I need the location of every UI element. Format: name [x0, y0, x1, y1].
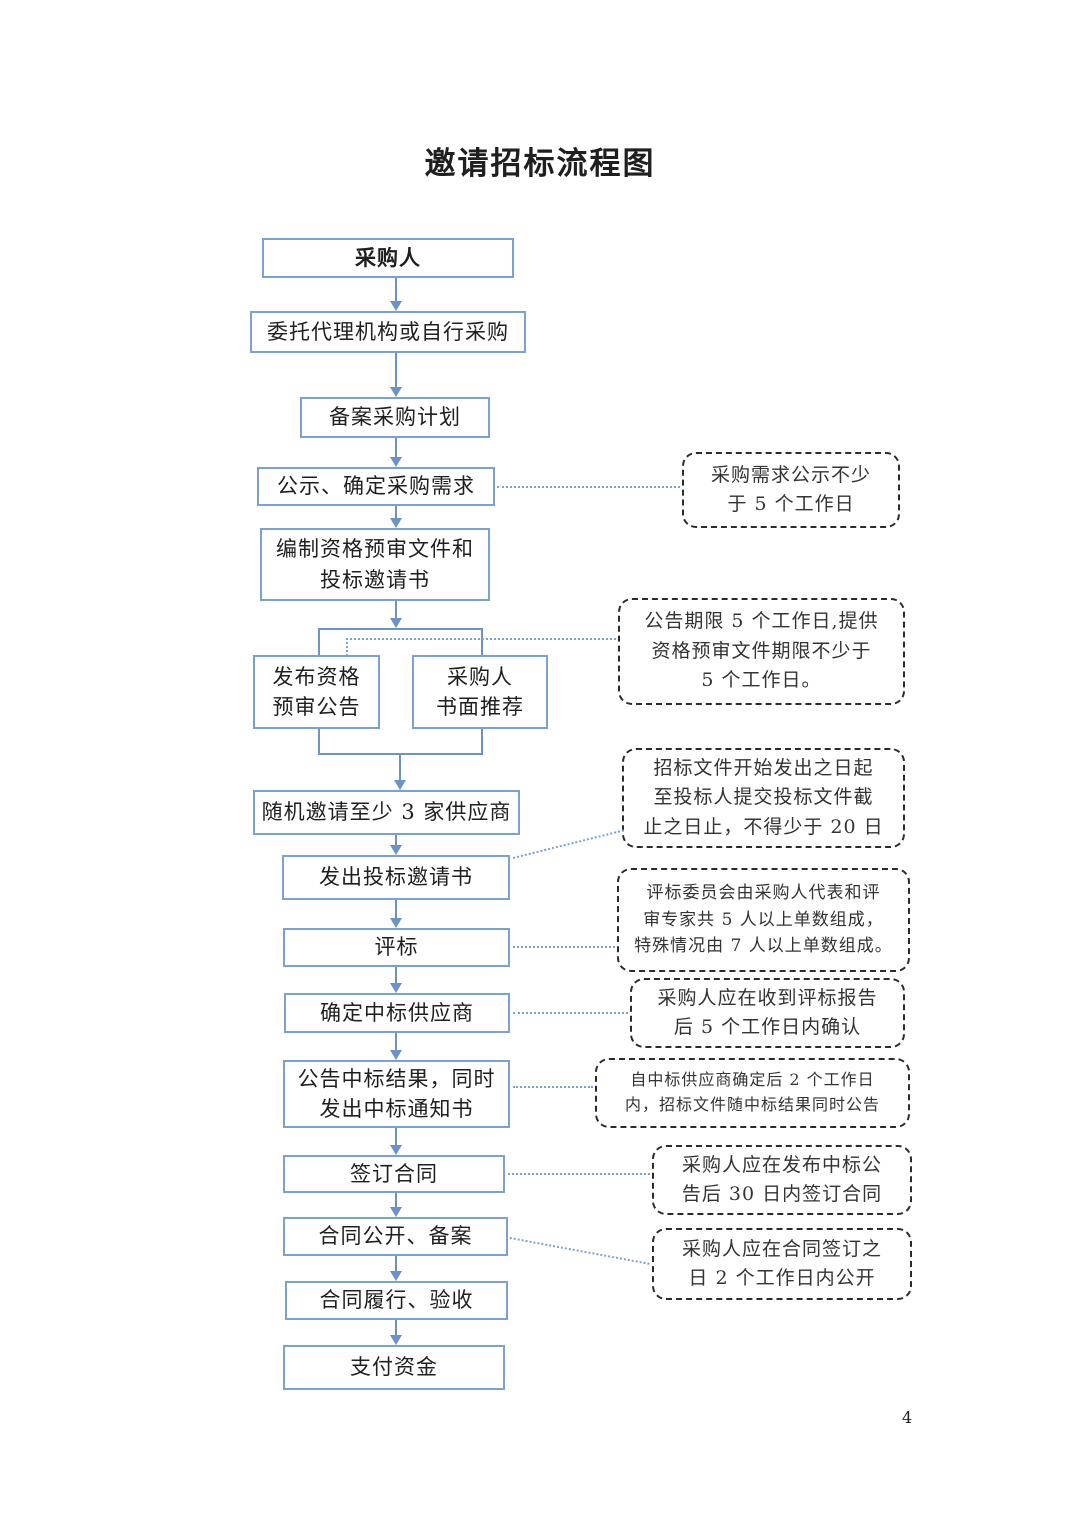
flow-node-evaluate-bids: 评标 — [283, 928, 510, 967]
note-tender-docs-period-line3: 止之日止，不得少于 20 日 — [643, 815, 884, 838]
arrow-determine-to-announce — [395, 1033, 397, 1051]
flow-node-delegate-agency: 委托代理机构或自行采购 — [250, 311, 526, 353]
note-evaluation-committee-line1: 评标委员会由采购人代表和评 — [646, 883, 881, 904]
arrowhead-sign-to-public — [390, 1207, 402, 1217]
arrowhead-record-to-publicize — [390, 457, 402, 467]
arrow-evaluate-to-determine — [395, 967, 397, 984]
flow-node-contract-public-record: 合同公开、备案 — [283, 1217, 508, 1256]
arrow-prepare-to-split — [395, 601, 397, 619]
flow-node-announce-result-line1: 公告中标结果，同时 — [297, 1066, 496, 1091]
arrow-record-to-publicize — [395, 438, 397, 458]
arrow-procurer-to-delegate — [395, 278, 397, 302]
split-bracket-top — [318, 628, 483, 630]
note-public-within-line1: 采购人应在合同签订之 — [681, 1237, 882, 1260]
arrow-perform-to-pay — [395, 1320, 397, 1336]
note-tender-docs-period-line1: 招标文件开始发出之日起 — [653, 756, 874, 779]
connector-send-to-note — [513, 829, 625, 859]
merge-bracket-left — [318, 729, 320, 755]
connector-evaluate-to-note — [513, 946, 615, 948]
flow-node-prepare-docs-line2: 投标邀请书 — [320, 567, 430, 592]
arrowhead-public-to-perform — [390, 1271, 402, 1281]
arrow-merge-to-random — [399, 753, 401, 781]
note-sign-within: 采购人应在发布中标公 告后 30 日内签订合同 — [652, 1145, 912, 1215]
note-tender-docs-period: 招标文件开始发出之日起 至投标人提交投标文件截 止之日止，不得少于 20 日 — [622, 748, 905, 848]
arrowhead-procurer-to-delegate — [390, 301, 402, 311]
flow-node-written-recommendation-line1: 采购人 — [447, 664, 513, 689]
note-public-within: 采购人应在合同签订之 日 2 个工作日内公开 — [652, 1228, 912, 1300]
note-announce-within-line2: 内，招标文件随中标结果同时公告 — [624, 1095, 880, 1114]
arrowhead-publicize-to-prepare — [390, 518, 402, 528]
note-public-within-line2: 日 2 个工作日内公开 — [688, 1267, 876, 1289]
page-title: 邀请招标流程图 — [424, 146, 656, 182]
connector-sign-to-note — [508, 1173, 650, 1175]
note-demand-publicity: 采购需求公示不少 于 5 个工作日 — [682, 452, 900, 528]
flow-node-publicize-demand: 公示、确定采购需求 — [257, 467, 495, 506]
flow-node-random-invite: 随机邀请至少 3 家供应商 — [253, 790, 520, 835]
arrowhead-perform-to-pay — [390, 1335, 402, 1345]
connector-publicize-to-note — [497, 486, 680, 488]
arrowhead-random-to-send — [390, 845, 402, 855]
arrowhead-announce-to-sign — [390, 1145, 402, 1155]
flow-node-send-invitation: 发出投标邀请书 — [282, 855, 510, 900]
arrow-random-to-send — [395, 835, 397, 846]
note-sign-within-line1: 采购人应在发布中标公 — [681, 1153, 882, 1176]
connector-split-to-note-stub — [346, 638, 348, 656]
note-announcement-period: 公告期限 5 个工作日,提供 资格预审文件期限不少于 5 个工作日。 — [618, 598, 905, 705]
note-evaluation-committee-line3: 特殊情况由 7 人以上单数组成。 — [634, 936, 893, 957]
arrowhead-evaluate-to-determine — [390, 983, 402, 993]
note-evaluation-committee-line2: 审专家共 5 人以上单数组成， — [643, 909, 884, 930]
note-confirm-report: 采购人应在收到评标报告 后 5 个工作日内确认 — [630, 978, 905, 1048]
flow-node-record-plan: 备案采购计划 — [300, 397, 490, 438]
flow-node-written-recommendation: 采购人 书面推荐 — [412, 655, 548, 729]
split-bracket-left — [318, 628, 320, 655]
connector-announce-to-note — [513, 1086, 593, 1088]
arrowhead-prepare-to-split — [390, 618, 402, 628]
arrow-announce-to-sign — [395, 1128, 397, 1146]
note-demand-publicity-line2: 于 5 个工作日 — [727, 493, 855, 515]
flow-node-pay-funds: 支付资金 — [283, 1345, 505, 1390]
arrowhead-send-to-evaluate — [390, 918, 402, 928]
note-evaluation-committee: 评标委员会由采购人代表和评 审专家共 5 人以上单数组成， 特殊情况由 7 人以… — [617, 868, 910, 972]
arrowhead-merge-to-random — [394, 780, 406, 790]
connector-determine-to-note — [513, 1012, 628, 1014]
note-announcement-period-line3: 5 个工作日。 — [701, 669, 822, 692]
flow-node-prepare-docs-line1: 编制资格预审文件和 — [276, 537, 474, 562]
note-demand-publicity-line1: 采购需求公示不少 — [710, 463, 871, 486]
flow-node-written-recommendation-line2: 书面推荐 — [436, 695, 524, 719]
flow-node-procurer: 采购人 — [262, 238, 514, 278]
connector-public-to-note — [509, 1237, 650, 1265]
note-confirm-report-line2: 后 5 个工作日内确认 — [673, 1016, 862, 1038]
flow-node-sign-contract: 签订合同 — [283, 1155, 505, 1193]
note-tender-docs-period-line2: 至投标人提交投标文件截 — [653, 786, 874, 809]
flow-node-announce-result-line2: 发出中标通知书 — [319, 1097, 474, 1121]
merge-bracket-right — [481, 729, 483, 755]
note-announcement-period-line2: 资格预审文件期限不少于 — [651, 639, 872, 662]
flow-node-publish-prequalification: 发布资格 预审公告 — [253, 655, 380, 729]
flow-node-prepare-docs: 编制资格预审文件和 投标邀请书 — [260, 528, 490, 601]
note-confirm-report-line1: 采购人应在收到评标报告 — [657, 986, 878, 1009]
note-announcement-period-line1: 公告期限 5 个工作日,提供 — [644, 610, 879, 633]
note-sign-within-line2: 告后 30 日内签订合同 — [681, 1183, 883, 1205]
flow-node-determine-winner: 确定中标供应商 — [284, 993, 510, 1033]
arrowhead-delegate-to-record — [390, 387, 402, 397]
note-announce-within: 自中标供应商确定后 2 个工作日 内，招标文件随中标结果同时公告 — [595, 1058, 910, 1128]
flow-node-announce-result: 公告中标结果，同时 发出中标通知书 — [283, 1060, 510, 1128]
arrow-publicize-to-prepare — [395, 506, 397, 519]
arrow-sign-to-public — [395, 1193, 397, 1208]
flow-node-contract-perform-accept: 合同履行、验收 — [285, 1281, 508, 1320]
flow-node-publish-prequalification-line1: 发布资格 — [272, 664, 361, 689]
arrow-send-to-evaluate — [395, 900, 397, 919]
split-bracket-right — [481, 628, 483, 655]
arrow-delegate-to-record — [395, 353, 397, 388]
connector-split-to-note — [346, 638, 616, 640]
arrow-public-to-perform — [395, 1256, 397, 1272]
arrowhead-determine-to-announce — [390, 1050, 402, 1060]
page-number: 4 — [902, 1408, 913, 1427]
note-announce-within-line1: 自中标供应商确定后 2 个工作日 — [630, 1070, 875, 1090]
flow-node-publish-prequalification-line2: 预审公告 — [272, 695, 361, 719]
